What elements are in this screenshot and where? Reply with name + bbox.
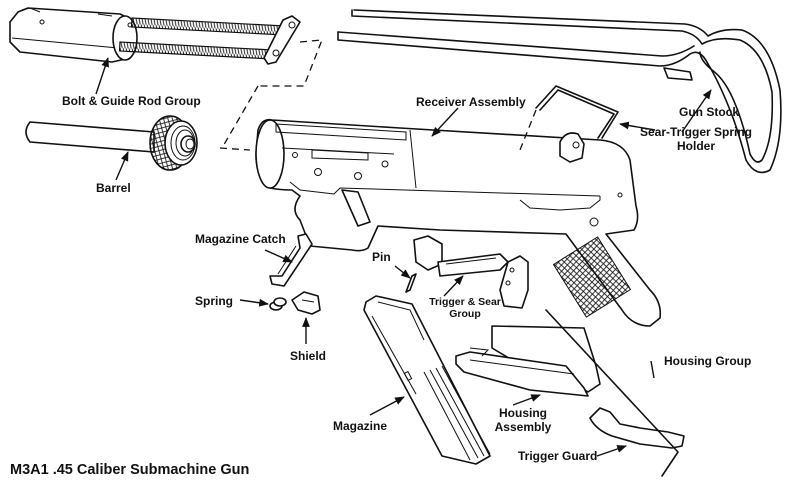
- label-receiver-assembly: Receiver Assembly: [416, 95, 526, 109]
- label-housing-group: Housing Group: [664, 354, 752, 368]
- label-pin: Pin: [372, 250, 391, 264]
- label-trigger-sear-group: Trigger & Sear Group: [410, 296, 520, 320]
- leader-lines: [95, 57, 712, 457]
- label-barrel: Barrel: [96, 181, 131, 195]
- label-spring: Spring: [195, 294, 233, 308]
- label-trigger-guard: Trigger Guard: [518, 449, 598, 463]
- gun-stock-part: [337, 9, 782, 174]
- label-trigger-sear-group-line2: Group: [449, 308, 481, 320]
- magazine-part: [363, 295, 491, 465]
- label-housing-assembly-line2: Assembly: [494, 420, 552, 434]
- label-shield: Shield: [290, 349, 327, 363]
- label-trigger-sear-group-line1: Trigger & Sear: [429, 296, 501, 308]
- label-housing-assembly: Housing Assembly: [490, 406, 556, 434]
- sear-trigger-spring-holder-part: [519, 85, 619, 151]
- label-sear-trigger-spring-holder-line2: Holder: [676, 139, 715, 153]
- label-magazine: Magazine: [333, 419, 388, 433]
- shield-part: [291, 291, 321, 315]
- housing-group-bracket: [545, 309, 679, 477]
- label-sear-trigger-spring-holder-line1: Sear-Trigger Spring: [639, 125, 753, 139]
- barrel-part: [25, 85, 259, 171]
- label-sear-trigger-spring-holder: Sear-Trigger Spring Holder: [621, 125, 771, 153]
- diagram-title: M3A1 .45 Caliber Submachine Gun: [10, 462, 250, 478]
- pin-part: [405, 273, 417, 293]
- label-housing-assembly-line1: Housing: [499, 406, 547, 420]
- housing-assembly-part: [455, 325, 601, 397]
- trigger-sear-group-part: [413, 235, 529, 309]
- bolt-guide-rod-group-part: [9, 7, 323, 87]
- label-bolt-guide-rod-group: Bolt & Guide Rod Group: [62, 94, 201, 108]
- label-magazine-catch: Magazine Catch: [195, 232, 286, 246]
- trigger-guard-part: [589, 407, 685, 449]
- receiver-assembly-part: [255, 118, 662, 327]
- spring-part: [269, 297, 287, 311]
- label-gun-stock: Gun Stock: [679, 105, 740, 119]
